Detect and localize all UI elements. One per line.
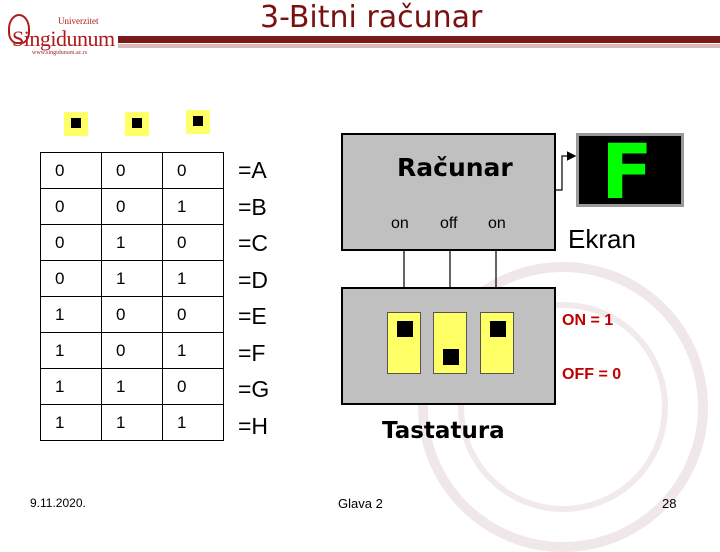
keyboard-key-3 (480, 312, 514, 374)
logo-small-text: Univerzitet (58, 16, 99, 26)
footer-chapter: Glava 2 (338, 496, 383, 511)
keyboard-label: Tastatura (382, 418, 505, 444)
table-cell: 0 (40, 224, 102, 261)
letter-label: =G (238, 376, 270, 402)
letter-label: =D (238, 266, 269, 293)
switch-bit-1 (64, 112, 88, 136)
table-cell: 1 (162, 188, 224, 225)
switch-knob (71, 118, 81, 128)
computer-box: Računar on off on (341, 133, 556, 251)
legend-on: ON = 1 (562, 312, 614, 329)
table-cell: 1 (101, 404, 163, 441)
table-cell: 0 (40, 188, 102, 225)
computer-state-3: on (488, 215, 506, 232)
keyboard-key-1 (387, 312, 421, 374)
legend-off: OFF = 0 (562, 366, 622, 383)
header-bar (118, 36, 720, 43)
footer-date: 9.11.2020. (30, 496, 86, 510)
logo-name: Singidunum (12, 26, 115, 51)
watermark-seal-inner (458, 302, 668, 512)
screen-display: F (576, 130, 684, 214)
university-logo: Univerzitet Singidunum www.singidunum.ac… (8, 6, 120, 58)
switch-bit-2 (125, 112, 149, 136)
page-number: 28 (662, 496, 677, 511)
letter-label: =B (238, 193, 267, 220)
switch-knob (132, 118, 142, 128)
table-cell: 0 (162, 152, 224, 189)
connection-wires (399, 151, 577, 348)
switch-knob (193, 116, 203, 126)
slide-title: 3-Bitni računar (260, 0, 483, 35)
logo-url: www.singidunum.ac.rs (32, 50, 88, 56)
letter-label: =C (238, 230, 269, 256)
computer-state-1: on (391, 215, 409, 232)
key-knob-down (443, 349, 459, 365)
letter-label: =H (238, 412, 269, 439)
letter-label: =A (238, 157, 267, 183)
letter-label: =E (238, 303, 267, 329)
keyboard-box (341, 287, 556, 405)
table-cell: 1 (162, 404, 224, 441)
table-cell: 1 (40, 404, 102, 441)
table-cell: 1 (101, 224, 163, 261)
computer-state-2: off (440, 215, 458, 232)
keyboard-key-2 (433, 312, 467, 374)
table-cell: 0 (101, 332, 163, 369)
table-cell: 0 (162, 368, 224, 405)
logo-seal-icon (8, 14, 30, 44)
screen-letter: F (601, 127, 653, 216)
letter-column: =A =B =C =D =E =F =G =H (238, 152, 269, 444)
table-cell: 1 (40, 296, 102, 333)
switch-bit-3 (186, 110, 210, 134)
screen-label: Ekran (568, 224, 636, 254)
table-cell: 1 (101, 260, 163, 297)
key-knob-up (397, 321, 413, 337)
letter-label: =F (238, 339, 266, 366)
computer-label: Računar (397, 153, 513, 182)
table-cell: 1 (162, 332, 224, 369)
table-cell: 0 (101, 152, 163, 189)
table-cell: 1 (162, 260, 224, 297)
key-knob-up (490, 321, 506, 337)
header-bar-shadow (118, 44, 720, 48)
